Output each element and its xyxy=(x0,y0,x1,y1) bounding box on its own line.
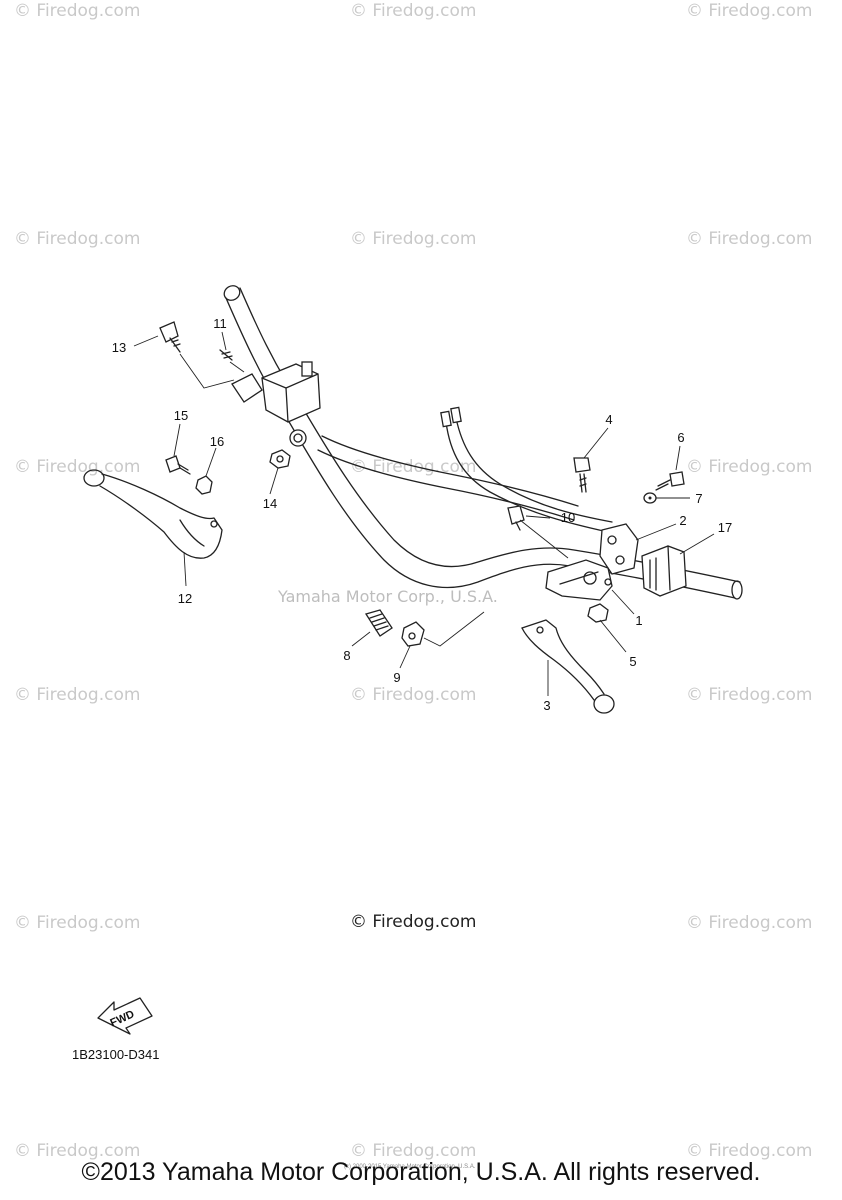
watermark: © Firedog.com xyxy=(350,457,476,477)
callout-15: 15 xyxy=(174,408,188,423)
screw-6 xyxy=(655,471,685,491)
master-cylinder xyxy=(231,361,321,447)
callout-17: 17 xyxy=(718,520,732,535)
watermark: © Firedog.com xyxy=(350,685,476,705)
callout-numbers: 1 2 3 4 5 6 7 8 9 10 11 12 13 14 15 16 1… xyxy=(112,316,732,713)
bolt-4 xyxy=(573,457,591,493)
nut-5 xyxy=(587,603,609,623)
watermark: © Firedog.com xyxy=(686,457,812,477)
callout-9: 9 xyxy=(393,670,400,685)
callout-10: 10 xyxy=(561,510,575,525)
nut-14 xyxy=(269,449,291,469)
bolt-15 xyxy=(165,455,191,475)
watermark-grid: © Firedog.com © Firedog.com © Firedog.co… xyxy=(14,1,812,1161)
brake-lever-12 xyxy=(83,469,223,559)
callout-5: 5 xyxy=(629,654,636,669)
throttle-housing-17 xyxy=(641,545,687,597)
watermark: © Firedog.com xyxy=(686,1141,812,1161)
washer-7 xyxy=(643,492,657,504)
watermark: © Firedog.com xyxy=(14,457,140,477)
adjuster-8 xyxy=(364,609,393,637)
fwd-label: FWD xyxy=(109,1008,137,1029)
callout-4: 4 xyxy=(605,412,612,427)
site-mark: © Firedog.com xyxy=(350,912,477,932)
watermark: © Firedog.com xyxy=(14,1141,140,1161)
callout-2: 2 xyxy=(679,513,686,528)
callout-11: 11 xyxy=(213,316,227,331)
callout-8: 8 xyxy=(343,648,350,663)
callout-7: 7 xyxy=(695,491,702,506)
locknut-9 xyxy=(401,611,485,647)
watermark: © Firedog.com xyxy=(14,913,140,933)
diagram-code: 1B23100-D341 xyxy=(72,1047,160,1062)
watermark: © Firedog.com xyxy=(686,685,812,705)
bracket-1 xyxy=(545,559,613,601)
watermark: © Firedog.com xyxy=(14,685,140,705)
watermark: © Firedog.com xyxy=(686,913,812,933)
watermark: © Firedog.com xyxy=(686,1,812,21)
callout-1: 1 xyxy=(635,613,642,628)
watermark: © Firedog.com xyxy=(686,229,812,249)
callout-3: 3 xyxy=(543,698,550,713)
callout-13: 13 xyxy=(112,340,126,355)
watermark: © Firedog.com xyxy=(14,229,140,249)
watermark: © Firedog.com xyxy=(350,229,476,249)
callout-16: 16 xyxy=(210,434,224,449)
watermark: © Firedog.com xyxy=(350,1141,476,1161)
switch-10 xyxy=(507,505,569,559)
callout-6: 6 xyxy=(677,430,684,445)
center-watermark: Yamaha Motor Corp., U.S.A. xyxy=(277,587,498,606)
nut-16 xyxy=(195,475,213,495)
fwd-arrow-icon: FWD xyxy=(97,997,153,1035)
screw-11 xyxy=(219,349,245,373)
lever-holder-2 xyxy=(599,523,639,575)
bolt-13 xyxy=(159,321,235,389)
wire-harness xyxy=(440,406,613,533)
watermark: © Firedog.com xyxy=(350,1,476,21)
callout-12: 12 xyxy=(178,591,192,606)
leader-lines xyxy=(133,331,715,696)
clutch-lever-3 xyxy=(521,619,615,714)
callout-14: 14 xyxy=(263,496,277,511)
tiny-notice: (c) 2000-2015 Yamaha Motor Corporation, … xyxy=(344,1164,476,1170)
watermark: © Firedog.com xyxy=(14,1,140,21)
copyright-footer: ©2013 Yamaha Motor Corporation, U.S.A. A… xyxy=(81,1158,761,1186)
